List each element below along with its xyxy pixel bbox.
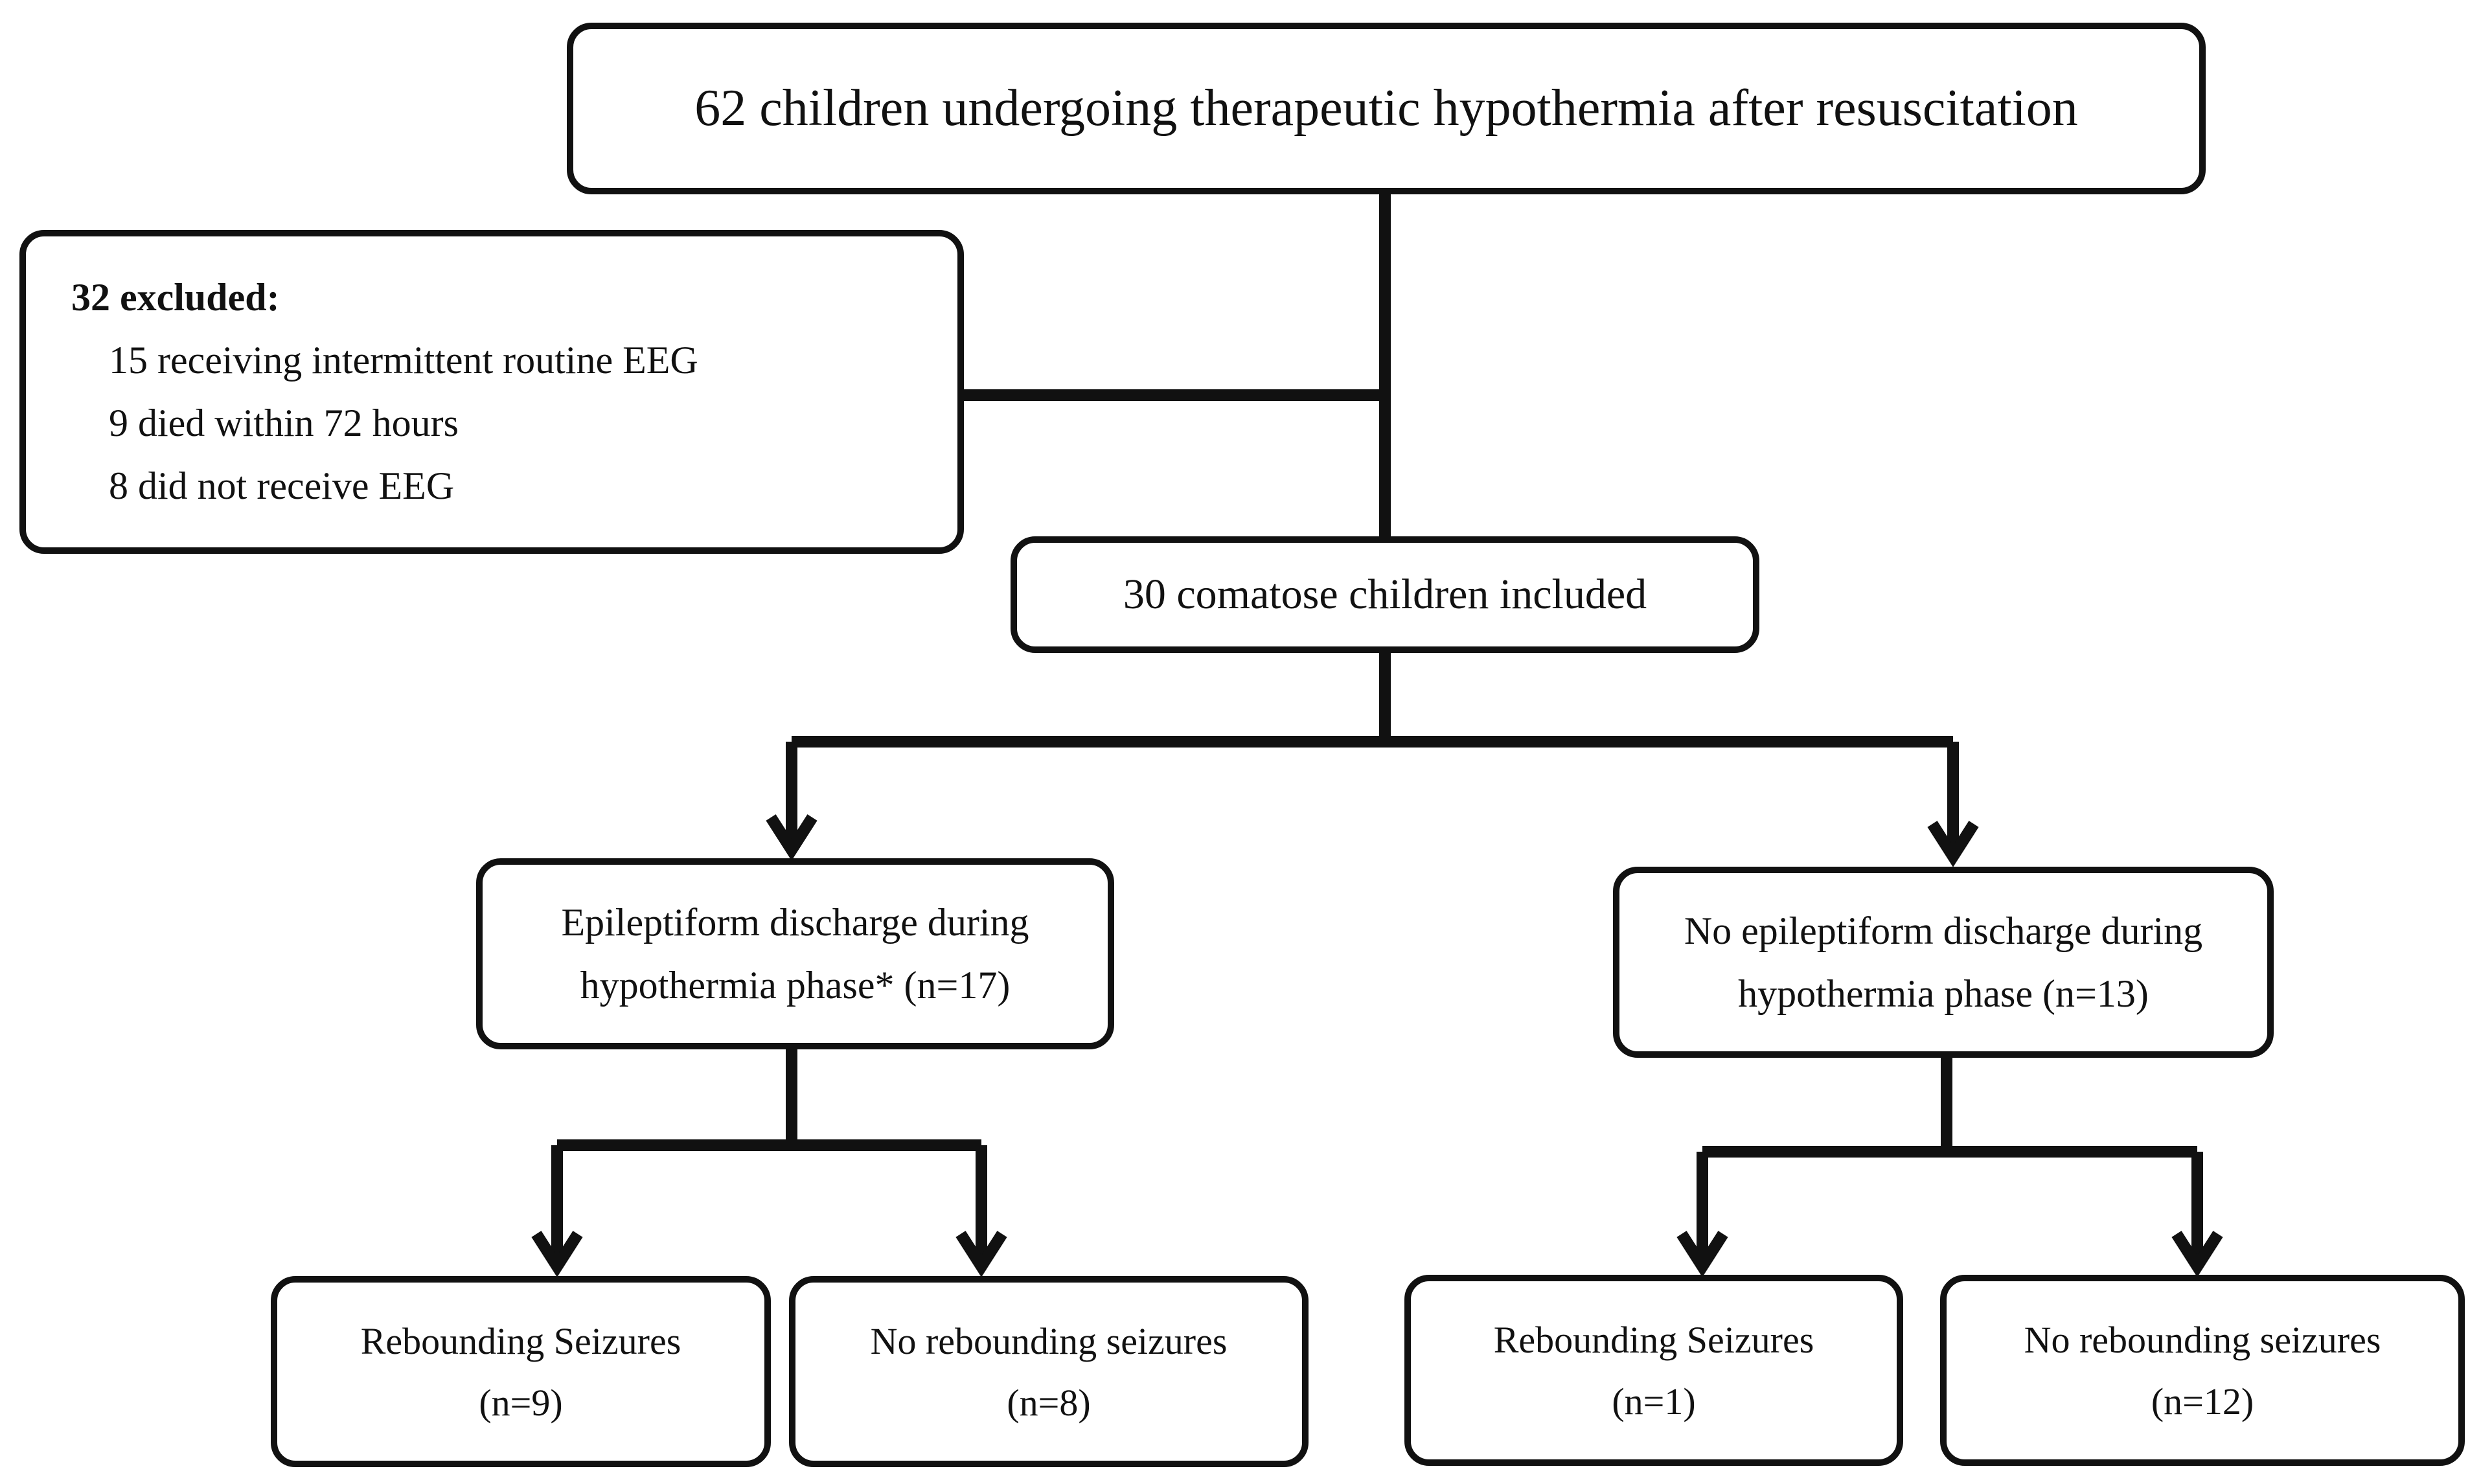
outcome-box-no-rebounding-epi: No rebounding seizures (n=8) bbox=[789, 1276, 1309, 1467]
outcome-count: (n=12) bbox=[2151, 1380, 2254, 1422]
excluded-item: 8 did not receive EEG bbox=[109, 464, 455, 507]
arrowhead bbox=[2171, 1231, 2223, 1277]
no-epileptiform-discharge-box: No epileptiform discharge during hypothe… bbox=[1613, 867, 2274, 1058]
included-label: 30 comatose children included bbox=[1123, 571, 1647, 618]
outcome-label: No rebounding seizures bbox=[870, 1319, 1228, 1362]
excluded-box: 32 excluded: 15 receiving intermittent r… bbox=[19, 230, 964, 554]
arrowhead bbox=[766, 814, 817, 861]
excluded-title: 32 excluded: bbox=[71, 276, 280, 319]
outcome-count: (n=9) bbox=[479, 1381, 563, 1424]
excluded-item: 15 receiving intermittent routine EEG bbox=[109, 339, 698, 382]
no-epileptiform-line-1: No epileptiform discharge during bbox=[1684, 909, 2203, 952]
no-epileptiform-line-2: hypothermia phase (n=13) bbox=[1738, 972, 2149, 1015]
outcome-label: Rebounding Seizures bbox=[360, 1319, 681, 1362]
arrowhead bbox=[955, 1231, 1007, 1277]
arrowhead bbox=[531, 1231, 583, 1277]
enrollment-label: 62 children undergoing therapeutic hypot… bbox=[694, 80, 2078, 137]
outcome-box-rebounding-noepi: Rebounding Seizures (n=1) bbox=[1404, 1275, 1903, 1466]
enrollment-box: 62 children undergoing therapeutic hypot… bbox=[567, 23, 2206, 194]
outcome-count: (n=1) bbox=[1612, 1380, 1696, 1422]
epileptiform-discharge-box: Epileptiform discharge during hypothermi… bbox=[476, 858, 1114, 1049]
epileptiform-line-1: Epileptiform discharge during bbox=[561, 900, 1029, 944]
outcome-label: Rebounding Seizures bbox=[1493, 1318, 1814, 1361]
arrowhead bbox=[1676, 1231, 1728, 1277]
outcome-box-no-rebounding-noepi: No rebounding seizures (n=12) bbox=[1940, 1275, 2465, 1466]
excluded-item: 9 died within 72 hours bbox=[109, 402, 459, 444]
outcome-label: No rebounding seizures bbox=[2024, 1318, 2381, 1361]
epileptiform-line-2: hypothermia phase* (n=17) bbox=[580, 963, 1011, 1007]
included-box: 30 comatose children included bbox=[1011, 536, 1759, 653]
outcome-count: (n=8) bbox=[1007, 1381, 1091, 1424]
arrowhead bbox=[1927, 821, 1979, 867]
outcome-box-rebounding-epi: Rebounding Seizures (n=9) bbox=[271, 1276, 771, 1467]
